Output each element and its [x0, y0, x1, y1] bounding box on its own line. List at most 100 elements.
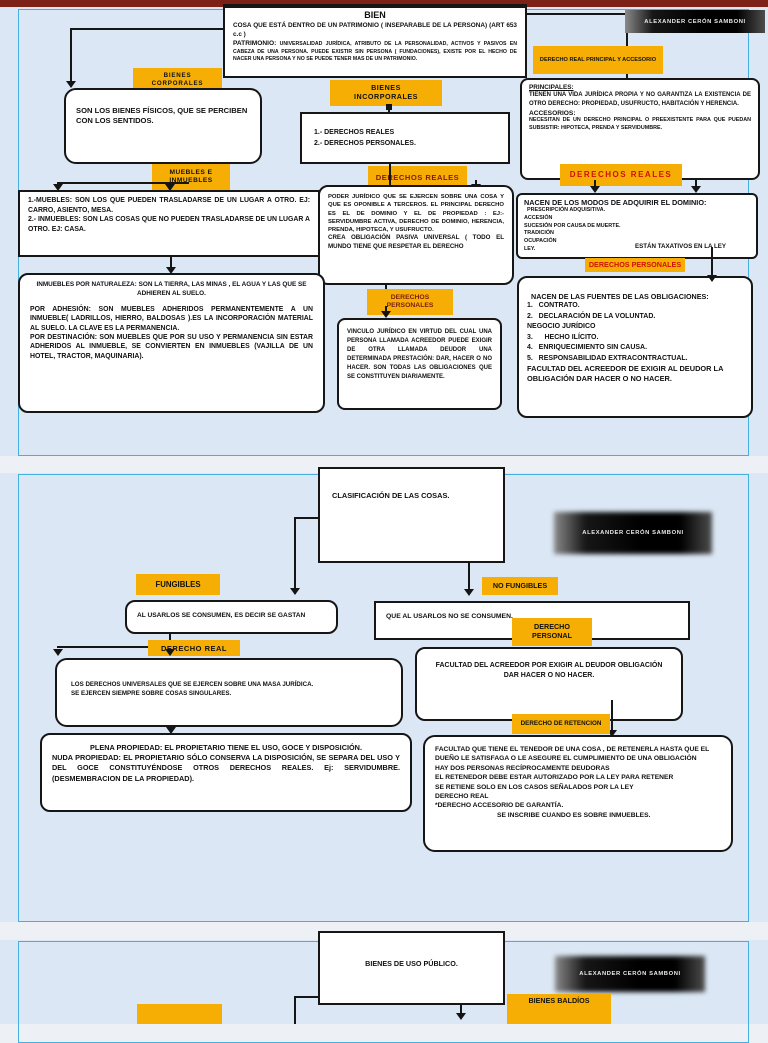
connector-line [169, 634, 171, 640]
top-maroon-bar [0, 0, 768, 7]
author-badge: ALEXANDER CERÓN SAMBONI [555, 956, 705, 992]
connector-line [388, 106, 390, 113]
connector-line [385, 285, 387, 289]
retencion-item: SE INSCRIBE CUANDO ES SOBRE INMUEBLES. [497, 811, 651, 819]
retencion-item: SE RETIENE SOLO EN LOS CASOS SEÑALADOS P… [435, 783, 634, 791]
nuda-text: EL PROPIETARIO SÓLO CONSERVA LA DISPOSIC… [52, 753, 400, 783]
acreedor-text: FACULTAD DEL ACREEDOR POR EXIGIR AL DEUD… [435, 662, 663, 679]
label-derecho-real: DERECHO REAL [148, 640, 240, 656]
box-muebles-inmuebles: 1.-MUEBLES: SON LOS QUE PUEDEN TRASLADAR… [18, 190, 320, 257]
principales-text: TIENEN UNA VIDA JURÍDICA PROPIA Y NO GAR… [529, 92, 751, 107]
patrimonio-text: UNIVERSALIDAD JURÍDICA, ATRIBUTO DE LA P… [233, 41, 517, 63]
box-bien: BIEN COSA QUE ESTÁ DENTRO DE UN PATRIMON… [223, 4, 527, 78]
naturaleza-destinacion: POR DESTINACIÓN: SON MUEBLES QUE POR SU … [30, 333, 313, 360]
nuda-label: NUDA PROPIEDAD: [52, 753, 121, 763]
arrowhead-icon [66, 81, 76, 88]
fungibles-text: AL USARLOS SE CONSUMEN, ES DECIR SE GAST… [137, 612, 306, 619]
box-principales-accesorios: PRINCIPALES: TIENEN UNA VIDA JURÍDICA PR… [520, 78, 760, 180]
connector-line [527, 13, 627, 15]
modos-item: TRADICIÓN [524, 230, 554, 237]
fuentes-footer: FACULTAD DEL ACREEDOR DE EXIGIR AL DEUDO… [527, 364, 724, 384]
arrowhead-icon [381, 311, 391, 318]
fuentes-item: 4. ENRIQUECIMIENTO SIN CAUSA. [527, 344, 648, 351]
author-name: ALEXANDER CERÓN SAMBONI [579, 971, 681, 977]
connector-line [626, 33, 628, 46]
universales-line1: LOS DERECHOS UNIVERSALES QUE SE EJERCEN … [71, 681, 314, 688]
principales-label: PRINCIPALES: [529, 84, 574, 91]
retencion-item: *DERECHO ACCESORIO DE GARANTÍA. [435, 802, 564, 810]
connector-line [468, 563, 470, 591]
box-modos-adquirir-dominio: NACEN DE LOS MODOS DE ADQUIRIR EL DOMINI… [516, 193, 758, 259]
arrowhead-icon [464, 589, 474, 596]
arrowhead-icon [166, 727, 176, 734]
badge-background [625, 10, 765, 33]
vinculo-text: VINCULO JURÍDICO EN VIRTUD DEL CUAL UNA … [347, 329, 492, 380]
label-derechos-reales-mid: DERECHOS REALES [368, 166, 467, 189]
poder-text1: PODER JURÍDICO QUE SE EJERCEN SOBRE UNA … [328, 194, 504, 234]
modos-note: ESTÁN TAXATIVOS EN LA LEY [635, 243, 726, 250]
arrowhead-icon [607, 730, 617, 737]
arrowhead-icon [590, 186, 600, 193]
box-bienes-uso-publico: BIENES DE USO PÚBLICO. [318, 931, 505, 1005]
accesorios-label: ACCESORIOS: [529, 110, 576, 118]
connector-line [695, 180, 697, 187]
bien-line1: COSA QUE ESTÁ DENTRO DE UN PATRIMONIO ( … [233, 22, 517, 38]
box-inmuebles-por-naturaleza: INMUEBLES POR NATURALEZA: SON LA TIERRA,… [18, 273, 325, 413]
modos-item: LEY. [524, 246, 536, 253]
connector-line [70, 28, 223, 30]
box-fungibles: AL USARLOS SE CONSUMEN, ES DECIR SE GAST… [125, 600, 338, 634]
box-plena-nuda-propiedad: PLENA PROPIEDAD: EL PROPIETARIO TIENE EL… [40, 733, 412, 812]
author-badge: ALEXANDER CERÓN SAMBONI [625, 10, 765, 33]
label-derecho-personal: DERECHO PERSONAL [512, 618, 592, 646]
connector-line [711, 247, 713, 277]
label-fungibles: FUNGIBLES [136, 574, 220, 595]
label-derecho-de-retencion: DERECHO DE RETENCION [512, 714, 610, 734]
box-facultad-acreedor: FACULTAD DEL ACREEDOR POR EXIGIR AL DEUD… [415, 647, 683, 721]
incorporales-line2: 2.- DERECHOS PERSONALES. [314, 139, 416, 147]
label-derechos-reales-right: DERECHOS REALES [560, 164, 682, 186]
plena-text: EL PROPIETARIO TIENE EL USO, GOCE Y DISP… [162, 743, 362, 752]
incorporales-line1: 1.- DERECHOS REALES [314, 129, 395, 136]
no-fungibles-text: QUE AL USARLOS NO SE CONSUMEN. [386, 613, 513, 620]
modos-item: OCUPACIÓN [524, 238, 557, 245]
modos-item: PRESCRIPCIÓN ADQUISITIVA. [527, 207, 606, 213]
arrowhead-icon [166, 267, 176, 274]
modos-item: SUCESIÓN POR CAUSA DE MUERTE. [524, 222, 621, 229]
author-badge: ALEXANDER CERÓN SAMBONI [554, 512, 712, 554]
connector-line [385, 306, 387, 312]
arrowhead-icon [691, 186, 701, 193]
retencion-item: EL RETENEDOR DEBE ESTAR AUTORIZADO POR L… [435, 774, 674, 782]
label-derecho-real-principal-y-accesorio: DERECHO REAL PRINCIPAL Y ACCESORIO [533, 46, 663, 74]
naturaleza-header: INMUEBLES POR NATURALEZA: SON LA TIERRA,… [36, 281, 307, 297]
page2-title: CLASIFICACIÓN DE LAS COSAS. [332, 491, 450, 500]
retencion-item: DERECHO REAL [435, 792, 489, 800]
retencion-item: HAY DOS PERSONAS RECÍPROCAMENTE DEUDORAS [435, 764, 610, 772]
box-derechos-reales-personales: 1.- DERECHOS REALES 2.- DERECHOS PERSONA… [300, 112, 510, 164]
label-empty [137, 1004, 222, 1024]
connector-line [294, 996, 320, 998]
connector-line [475, 180, 477, 185]
poder-text2: CREA OBLIGACIÓN PASIVA UNIVERSAL ( TODO … [328, 234, 504, 250]
arrowhead-icon [53, 649, 63, 656]
connector-line [294, 996, 296, 1024]
fuentes-item: 5. RESPONSABILIDAD EXTRACONTRACTUAL. [527, 354, 688, 362]
box-vinculo-juridico: VINCULO JURÍDICO EN VIRTUD DEL CUAL UNA … [337, 318, 502, 410]
fuentes-title: NACEN DE LAS FUENTES DE LAS OBLIGACIONES… [531, 292, 709, 301]
arrowhead-icon [165, 649, 175, 656]
corporales-text: SON LOS BIENES FÍSICOS, QUE SE PERCIBEN … [76, 106, 248, 126]
label-bienes-incorporales: BIENES INCORPORALES [330, 80, 442, 106]
fuentes-item: NEGOCIO JURÍDICO [527, 323, 596, 330]
modos-title: NACEN DE LOS MODOS DE ADQUIRIR EL DOMINI… [524, 198, 707, 207]
modos-item: ACCESIÓN [524, 214, 553, 221]
muebles-line2: 2.- INMUEBLES: SON LAS COSAS QUE NO PUED… [28, 216, 310, 233]
universales-line2: SE EJERCEN SIEMPRE SOBRE COSAS SINGULARE… [71, 690, 232, 698]
muebles-line1: 1.-MUEBLES: SON LOS QUE PUEDEN TRASLADAR… [28, 197, 310, 214]
label-derechos-personales-right: DERECHOS PERSONALES [585, 258, 685, 272]
accesorios-text: NECESITAN DE UN DERECHO PRINCIPAL O PREE… [529, 117, 751, 132]
connector-line [57, 646, 148, 648]
author-name: ALEXANDER CERÓN SAMBONI [582, 530, 684, 536]
connector-line [389, 164, 391, 190]
label-no-fungibles: NO FUNGIBLES [482, 577, 558, 595]
connector-line [611, 700, 613, 731]
connector-line [294, 517, 296, 589]
